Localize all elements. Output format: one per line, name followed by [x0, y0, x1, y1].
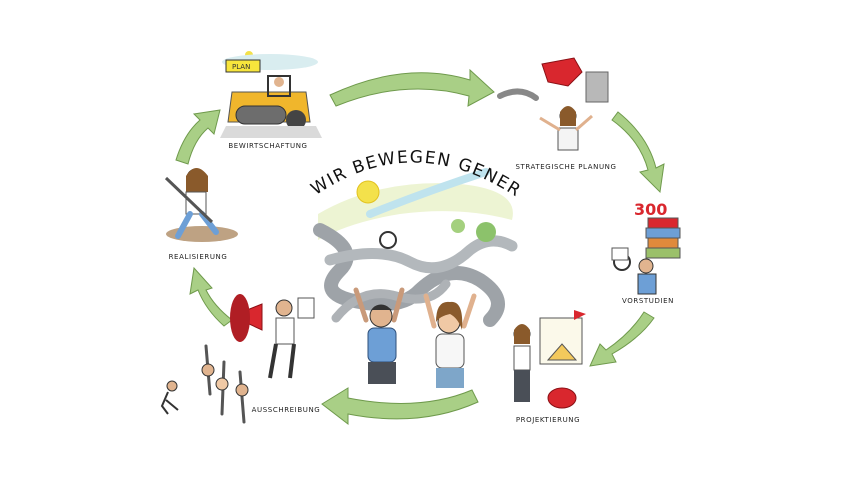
man-figure [353, 287, 405, 384]
stage-label-ausschreibung: AUSSCHREIBUNG [251, 406, 321, 414]
stage-strategische-planung-illustration [497, 57, 609, 151]
stage-label-vorstudien: VORSTUDIEN [622, 297, 674, 305]
stage-bewirtschaftung-illustration: PLAN [220, 51, 322, 138]
sun-icon [356, 180, 380, 204]
stage-label-bewirtschaftung: BEWIRTSCHAFTUNG [228, 142, 308, 150]
stage-label-strategische-planung: STRATEGISCHE PLANUNG [515, 163, 617, 171]
arrow-left-top-icon [175, 109, 221, 165]
arrow-right-top-icon [611, 111, 665, 194]
stage-ausschreibung-illustration [160, 294, 315, 424]
bicycle-icon [379, 231, 397, 249]
plan-sign-text: PLAN [232, 63, 250, 71]
arrow-top-icon [329, 68, 495, 107]
running-figure [160, 380, 179, 415]
piggy-bank-icon [541, 57, 583, 87]
stage-projektierung-illustration [513, 310, 586, 409]
road-icon-2 [324, 235, 518, 274]
stack-number-text: 300 [634, 200, 667, 219]
tree-icon [476, 222, 496, 242]
woman-figure [423, 293, 477, 388]
stage-vorstudien-illustration: 300 [611, 200, 681, 295]
plan-sign-icon [225, 59, 261, 73]
stage-label-projektierung: PROJEKTIERUNG [515, 416, 581, 424]
tree-icon-2 [451, 219, 465, 233]
cycle-arrows [175, 68, 665, 426]
shovel-icon [164, 176, 214, 224]
arrow-bottom-icon [321, 387, 479, 426]
crowd-figures [201, 344, 249, 424]
piggy-bank-icon-2 [547, 387, 577, 409]
arrow-left-bottom-icon [189, 266, 233, 327]
books-stack-icon [585, 71, 609, 103]
road-icon-3 [331, 279, 451, 323]
sky-stripe-icon [366, 168, 490, 218]
arrow-right-bottom-icon [589, 311, 655, 367]
stage-realisierung-illustration [164, 168, 238, 242]
stage-label-realisierung: REALISIERUNG [168, 253, 228, 261]
